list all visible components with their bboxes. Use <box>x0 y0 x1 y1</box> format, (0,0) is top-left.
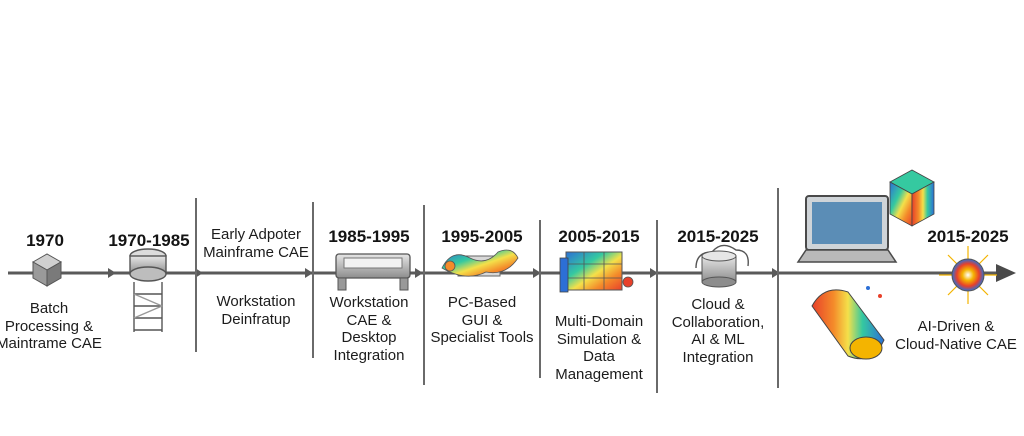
era-description: PC-Based GUI & Specialist Tools <box>430 294 534 347</box>
heatmap-cube-icon <box>889 169 935 227</box>
era-description: AI-Driven & Cloud-Native CAE <box>895 318 1017 353</box>
era-year-label: 1995-2005 <box>441 227 523 246</box>
laptop-icon <box>796 195 898 263</box>
timeline-axis <box>8 264 1016 282</box>
era-year-label: 1970-1985 <box>108 231 190 250</box>
era-year-label: 2005-2015 <box>558 227 640 246</box>
era-year-label: 1970 <box>26 231 64 250</box>
era-dividers <box>195 188 779 393</box>
workstation-icon <box>335 253 411 291</box>
era-year-label: 1985-1995 <box>328 227 410 246</box>
multi-domain-icon <box>559 251 634 293</box>
pc-simulation-icon <box>441 249 519 277</box>
era-description: Cloud & Collaboration, AI & ML Integrati… <box>671 296 765 367</box>
era-description: Workstation CAE & Desktop Integration <box>329 294 409 365</box>
cfd-cylinder-icon <box>811 286 885 360</box>
era-description: Multi-Domain Simulation & Data Managemen… <box>554 313 644 384</box>
cloud-database-icon <box>695 244 749 288</box>
era-description: Batch Processing & Maintrame CAE <box>0 300 102 353</box>
era-year-label: 2015-2025 <box>677 227 759 246</box>
ai-sunburst-icon <box>939 246 997 304</box>
server-box-icon <box>31 253 63 287</box>
mainframe-tower-icon <box>129 248 167 332</box>
era-description: Workstation Deinfratup <box>216 293 296 328</box>
era-year-label: Early Adpoter Mainframe CAE <box>203 226 309 261</box>
era-year-label: 2015-2025 <box>927 227 1009 246</box>
